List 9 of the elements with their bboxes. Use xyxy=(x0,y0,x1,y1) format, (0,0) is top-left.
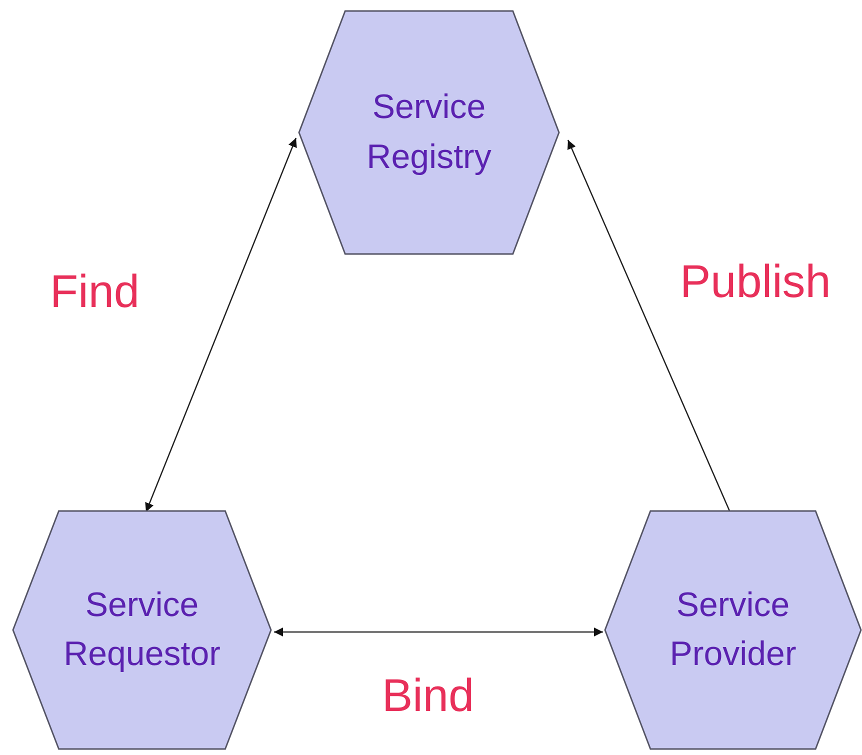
hexagon-node xyxy=(12,510,272,750)
node-label: Service Requestor xyxy=(62,584,222,675)
connector-arrow xyxy=(274,628,603,636)
hexagon-node xyxy=(298,10,560,255)
connector-arrow xyxy=(567,140,731,512)
hexagon-node xyxy=(604,510,862,750)
node-label: Service Provider xyxy=(668,584,798,675)
node-label: Service Registry xyxy=(366,87,492,178)
connector-arrow xyxy=(145,138,297,512)
